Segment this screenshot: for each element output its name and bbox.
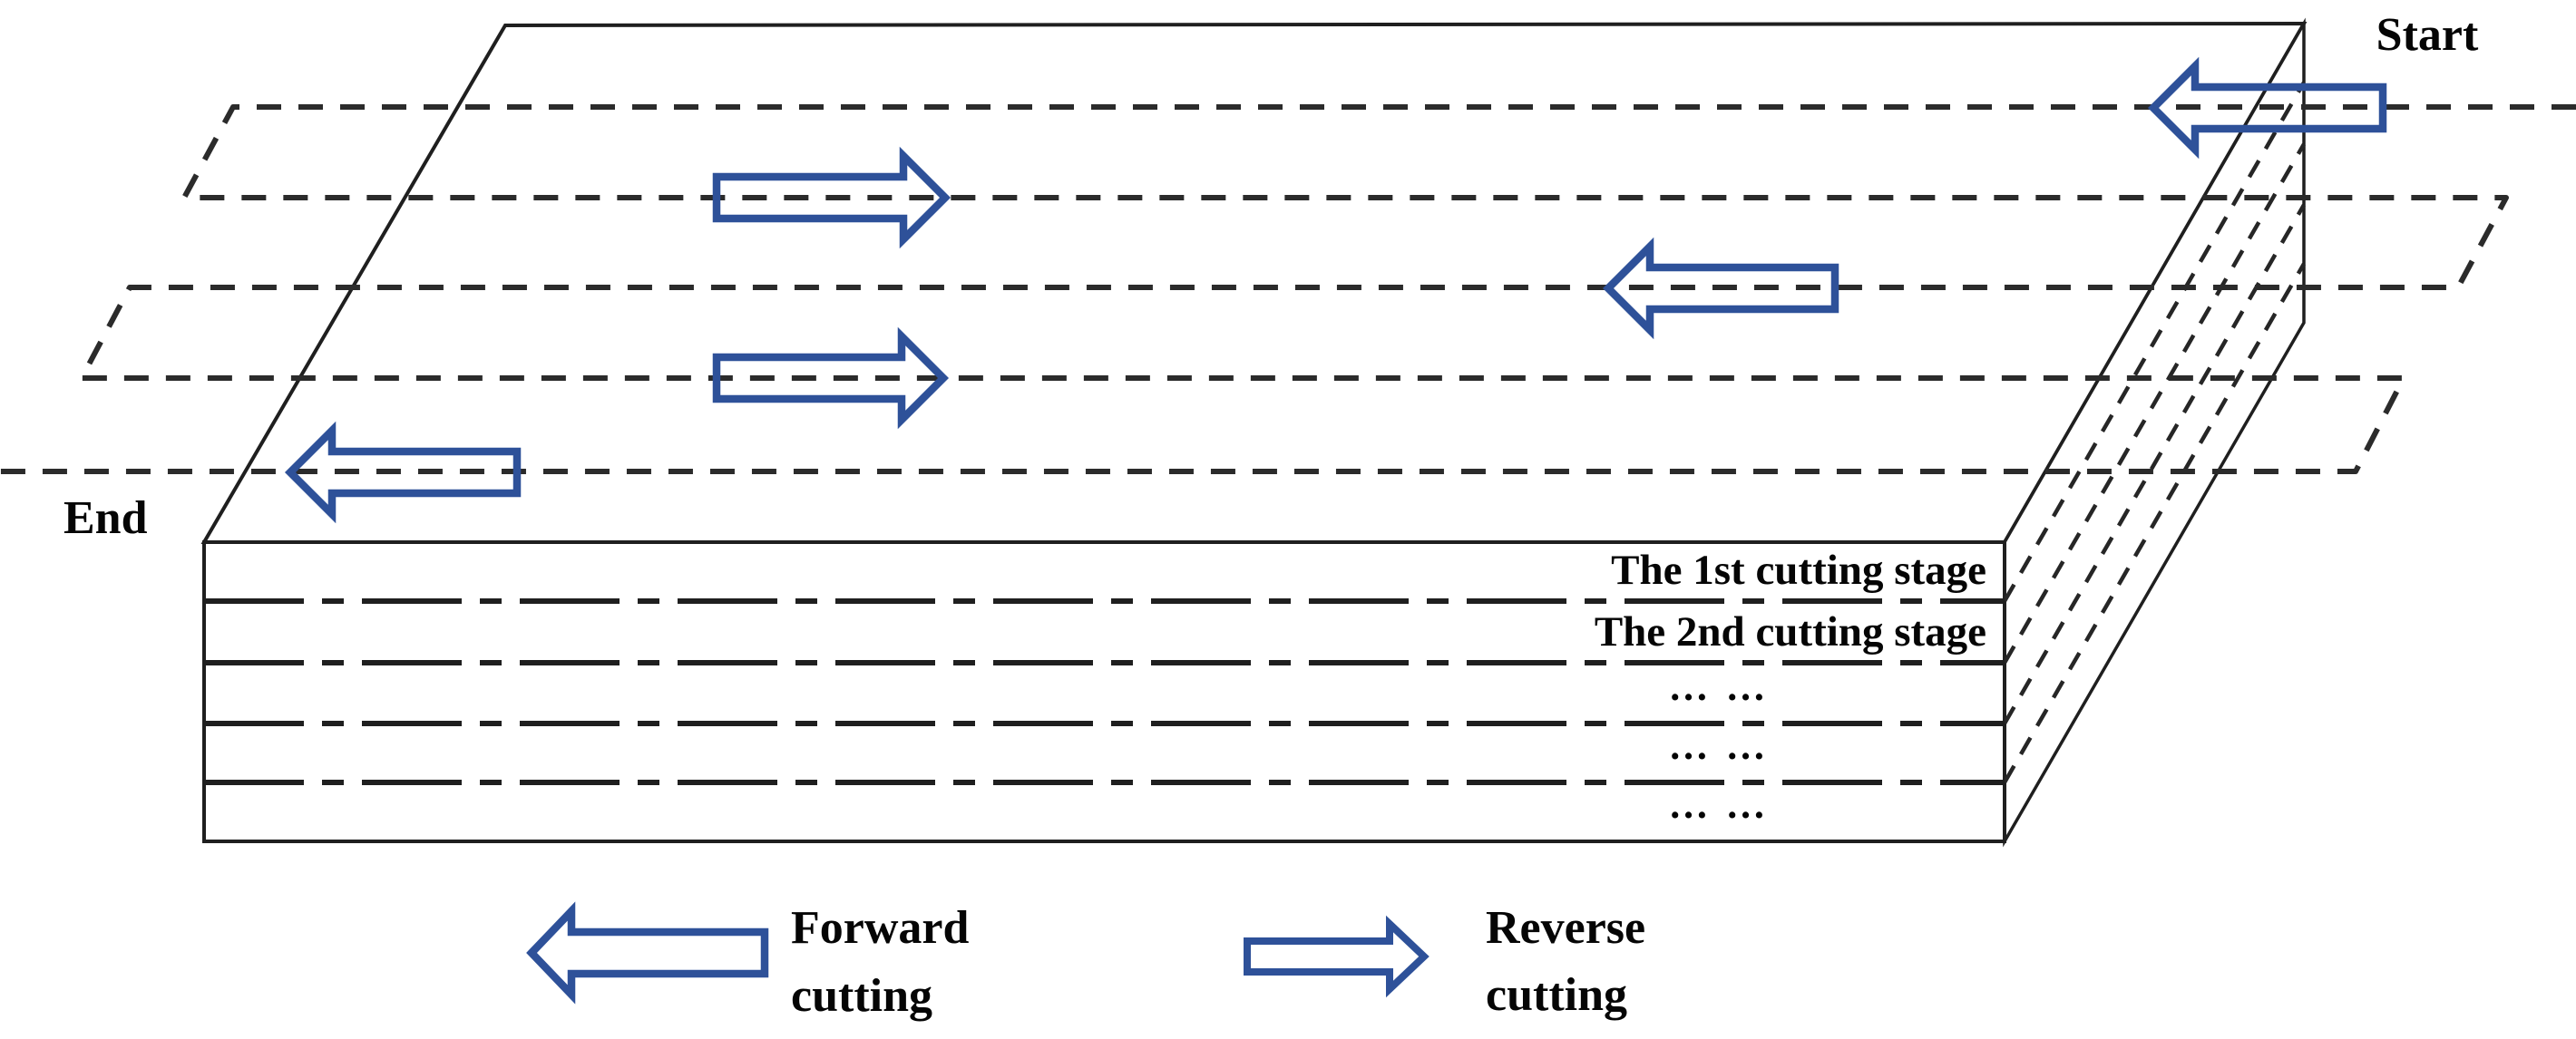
end-label: End bbox=[63, 492, 148, 544]
dots-row-1: … … bbox=[1669, 665, 1770, 709]
right-face-layer-line bbox=[2003, 262, 2306, 784]
dots-row-3: … … bbox=[1669, 782, 1770, 827]
forward-cutting-arrow-row3 bbox=[1602, 237, 1839, 340]
legend-forward-arrow bbox=[526, 901, 769, 1005]
legend-reverse-label-line1: Reverse bbox=[1486, 902, 1645, 954]
cutting-path-line bbox=[0, 104, 2576, 474]
right-face-layer-line bbox=[2003, 142, 2306, 665]
legend-reverse-arrow bbox=[1244, 915, 1429, 998]
reverse-cutting-arrow-row2 bbox=[712, 146, 951, 249]
right-face-layer-line bbox=[2003, 203, 2306, 725]
workpiece-front-face bbox=[202, 540, 2006, 843]
legend: Forward cutting Reverse cutting bbox=[526, 901, 1645, 1022]
right-face-layer-lines bbox=[2003, 81, 2306, 784]
stage-divider-lines bbox=[204, 598, 2005, 785]
forward-cutting-arrow-row1 bbox=[2147, 56, 2387, 160]
legend-forward-label-line2: cutting bbox=[791, 970, 932, 1022]
stage-label-1: The 1st cutting stage bbox=[1611, 547, 1986, 594]
forward-cutting-arrow-row5 bbox=[284, 421, 522, 524]
legend-reverse-label-line2: cutting bbox=[1486, 969, 1627, 1021]
legend-forward-label-line1: Forward bbox=[791, 902, 969, 954]
right-face-layer-line bbox=[2003, 81, 2306, 603]
reverse-cutting-arrow-row4 bbox=[712, 326, 950, 430]
start-label: Start bbox=[2376, 9, 2479, 61]
dots-row-2: … … bbox=[1669, 723, 1770, 768]
stage-label-2: The 2nd cutting stage bbox=[1595, 608, 1986, 655]
